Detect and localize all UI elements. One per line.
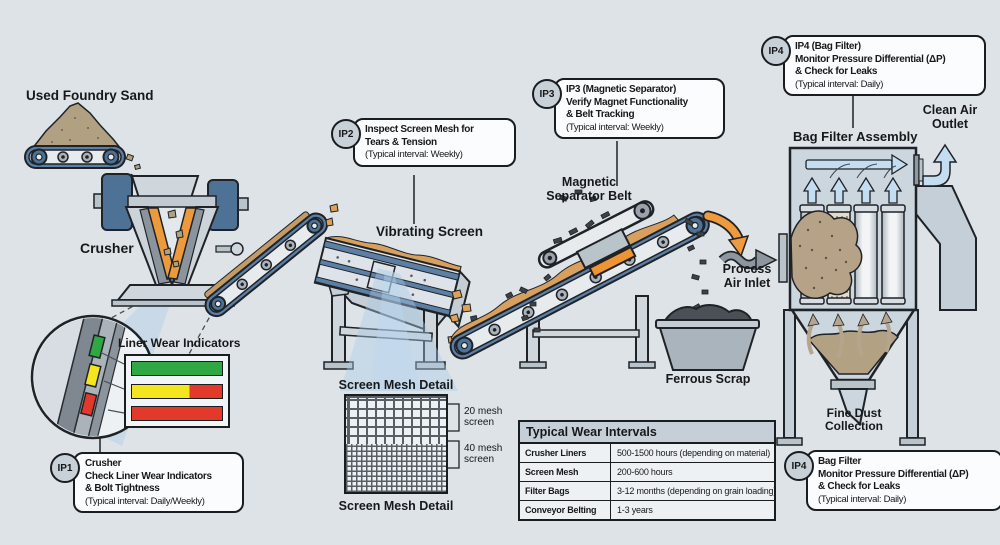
mesh-bracket-lines xyxy=(447,403,460,469)
callout-ip4-bottom-interval: (Typical interval: Daily) xyxy=(818,493,907,505)
material-flow-arrow xyxy=(702,210,750,258)
callout-ip4-top: IP4 (Bag Filter) Monitor Pressure Differ… xyxy=(783,35,986,97)
table-interval: 3-12 months (depending on grain loading) xyxy=(617,486,777,496)
liner-wear-indicator-box xyxy=(124,354,230,428)
callout-ip1-badge: IP1 xyxy=(50,453,80,483)
callout-ip3-text: IP3 (Magnetic Separator) Verify Magnet F… xyxy=(566,84,688,120)
callout-ip4-bottom-badge: IP4 xyxy=(784,451,814,481)
label-vibrating-screen: Vibrating Screen xyxy=(376,224,484,239)
projection-cone xyxy=(340,268,458,391)
label-liner-wear-indicators: Liner Wear Indicators xyxy=(118,336,241,350)
callout-ip2-interval: (Typical interval: Weekly) xyxy=(365,149,463,160)
table-part: Screen Mesh xyxy=(520,463,611,481)
wear-intervals-table: Typical Wear Intervals Crusher Liners 50… xyxy=(518,420,776,521)
table-row: Crusher Liners 500-1500 hours (depending… xyxy=(520,444,774,463)
mesh-20-pattern xyxy=(346,396,446,444)
clean-air-outlet-arrow xyxy=(922,143,958,187)
table-interval: 200-600 hours xyxy=(617,467,673,477)
table-part: Crusher Liners xyxy=(520,444,611,462)
magnetic-separator-unit xyxy=(518,189,709,333)
callout-ip1-interval: (Typical interval: Daily/Weekly) xyxy=(85,495,205,507)
callout-ip4-bottom-text: Bag Filter Monitor Pressure Differential… xyxy=(818,456,969,492)
vibrating-screen-machine xyxy=(313,203,472,391)
sand-pile xyxy=(30,102,123,150)
table-row: Conveyor Belting 1-3 years xyxy=(520,501,774,519)
callout-ip2: Inspect Screen Mesh for Tears & Tension … xyxy=(353,118,516,167)
label-fine-dust-collection: Fine Dust Collection xyxy=(824,406,883,434)
label-40-mesh: 40 mesh screen xyxy=(464,443,503,466)
table-interval: 1-3 years xyxy=(617,505,653,515)
mesh-40-pattern xyxy=(346,444,446,492)
mesh-sample-area xyxy=(366,260,397,294)
bag-filter-assembly xyxy=(413,96,977,446)
label-ferrous-scrap: Ferrous Scrap xyxy=(665,372,751,386)
screen-mesh-sample xyxy=(344,394,448,494)
label-magnetic-separator-belt: Magnetic Separator Belt xyxy=(546,175,632,203)
callout-ip3-interval: (Typical interval: Weekly) xyxy=(566,121,664,133)
callout-ip4-bottom: Bag Filter Monitor Pressure Differential… xyxy=(806,450,1000,512)
label-process-air-inlet: Process Air Inlet xyxy=(722,262,772,290)
crusher-machine xyxy=(93,173,249,307)
clean-air-arrows xyxy=(802,143,958,204)
callout-ip1: Crusher Check Liner Wear Indicators & Bo… xyxy=(73,452,244,514)
callout-ip1-text: Crusher Check Liner Wear Indicators & Bo… xyxy=(85,458,212,494)
callout-ip2-badge: IP2 xyxy=(331,119,361,149)
infeed-conveyor xyxy=(24,102,151,197)
ferrous-scrap-bin xyxy=(655,304,760,371)
callout-ip4-top-interval: (Typical interval: Daily) xyxy=(795,78,884,90)
table-part: Conveyor Belting xyxy=(520,501,611,519)
callout-connectors xyxy=(413,96,854,224)
table-interval: 500-1500 hours (depending on material) xyxy=(617,448,771,458)
dust-cloud xyxy=(778,210,863,299)
label-clean-air-outlet: Clean Air Outlet xyxy=(922,103,978,131)
magnifier-inset xyxy=(30,314,156,453)
table-row: Screen Mesh 200-600 hours xyxy=(520,463,774,482)
callout-ip3-badge: IP3 xyxy=(532,79,562,109)
callout-ip3: IP3 (Magnetic Separator) Verify Magnet F… xyxy=(554,78,725,140)
wear-bar-replace xyxy=(131,406,223,421)
wear-bar-warning xyxy=(131,383,223,399)
table-title: Typical Wear Intervals xyxy=(520,422,774,444)
wear-bar-good xyxy=(131,361,223,376)
callout-ip2-text: Inspect Screen Mesh for Tears & Tension xyxy=(365,124,474,148)
process-air-arrow xyxy=(718,248,778,272)
feed-conveyor xyxy=(204,211,329,318)
table-part: Filter Bags xyxy=(520,482,611,500)
label-used-foundry-sand: Used Foundry Sand xyxy=(26,88,154,103)
label-20-mesh: 20 mesh screen xyxy=(464,406,503,429)
callout-ip4-top-text: IP4 (Bag Filter) Monitor Pressure Differ… xyxy=(795,41,946,77)
callout-ip4-top-badge: IP4 xyxy=(761,36,791,66)
wear-indicator-connectors xyxy=(99,351,125,414)
table-row: Filter Bags 3-12 months (depending on gr… xyxy=(520,482,776,501)
label-screen-mesh-detail-top: Screen Mesh Detail xyxy=(338,378,454,392)
label-bag-filter-assembly: Bag Filter Assembly xyxy=(793,129,918,144)
label-screen-mesh-detail-bottom: Screen Mesh Detail xyxy=(338,499,454,513)
magnet-block xyxy=(588,245,637,279)
label-crusher: Crusher xyxy=(80,240,134,256)
